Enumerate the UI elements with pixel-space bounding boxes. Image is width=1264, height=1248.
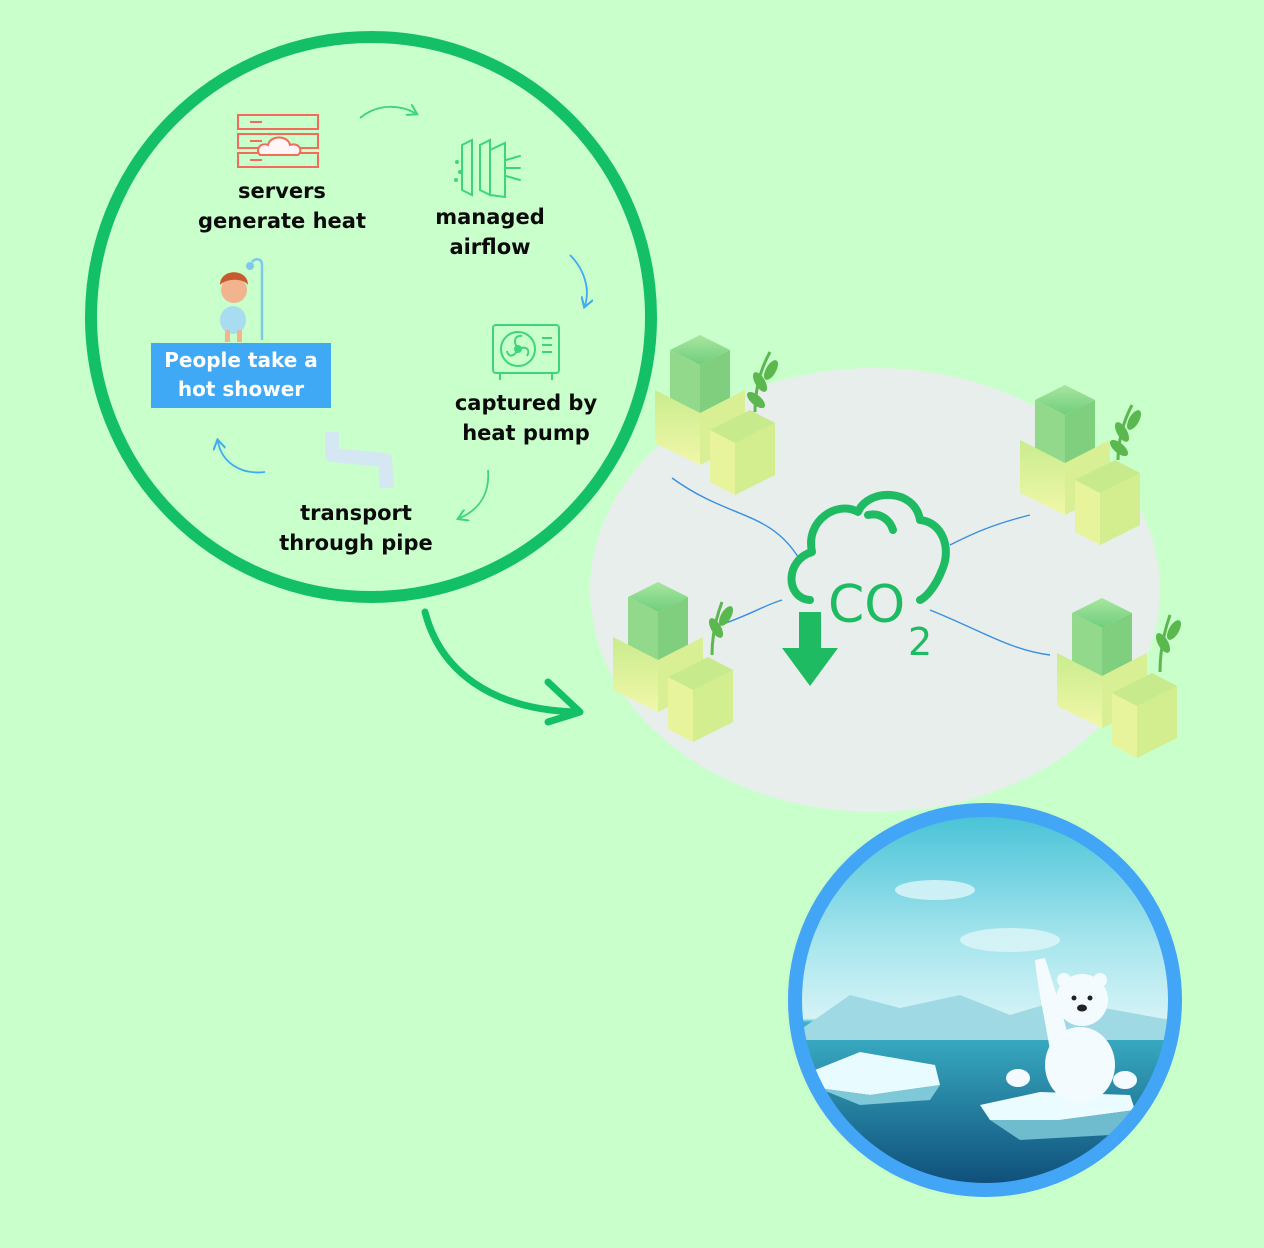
transport-label-line2: through pipe <box>279 531 433 555</box>
building-icon <box>1057 598 1177 758</box>
heat-pump-label: captured by heat pump <box>450 388 602 448</box>
transport-label: transport through pipe <box>272 498 440 558</box>
cycle-arrow <box>218 442 266 474</box>
shower-label-line1: People take a <box>164 348 318 372</box>
down-arrow-icon <box>782 612 838 686</box>
airflow-filter-icon <box>454 138 521 199</box>
co2-subscript: 2 <box>908 620 932 664</box>
polar-bear-scene <box>800 815 1170 1185</box>
servers-label-line1: servers <box>238 179 326 203</box>
cycle-ring <box>85 31 657 603</box>
airflow-label: managed airflow <box>425 202 555 262</box>
cycle-arrow <box>460 469 490 518</box>
co2-cloud-icon <box>787 490 950 604</box>
heat-pump-label-line1: captured by <box>454 391 598 415</box>
co2-label: CO <box>828 575 905 635</box>
airflow-label-line2: airflow <box>449 235 531 259</box>
building-icon <box>1020 385 1140 545</box>
shower-label-line2: hot shower <box>177 377 305 401</box>
plant-icon <box>1156 614 1181 673</box>
servers-label: servers generate heat <box>190 176 374 236</box>
heat-pump-label-line2: heat pump <box>462 421 590 445</box>
server-rack-icon <box>237 114 319 168</box>
servers-label-line2: generate heat <box>198 209 366 233</box>
building-icon <box>655 335 775 495</box>
transport-label-line1: transport <box>300 501 412 525</box>
ring-to-city-arrow <box>421 608 582 716</box>
building-icon <box>613 582 733 742</box>
polar-bear-icon <box>1006 958 1137 1103</box>
ring-to-city-arrowhead <box>544 678 584 726</box>
airflow-label-line1: managed <box>435 205 545 229</box>
plant-icon <box>709 601 733 656</box>
cycle-arrow <box>359 107 415 119</box>
network-lines <box>671 477 1051 656</box>
heat-pump-icon <box>492 324 560 380</box>
hot-shower-box: People take a hot shower <box>151 343 331 408</box>
plant-icon <box>1109 404 1141 461</box>
plant-icon <box>746 351 778 413</box>
cycle-arrow <box>569 254 587 305</box>
pipe-icon <box>325 432 394 489</box>
ice-ring <box>788 803 1182 1197</box>
shower-person-icon <box>220 258 264 342</box>
